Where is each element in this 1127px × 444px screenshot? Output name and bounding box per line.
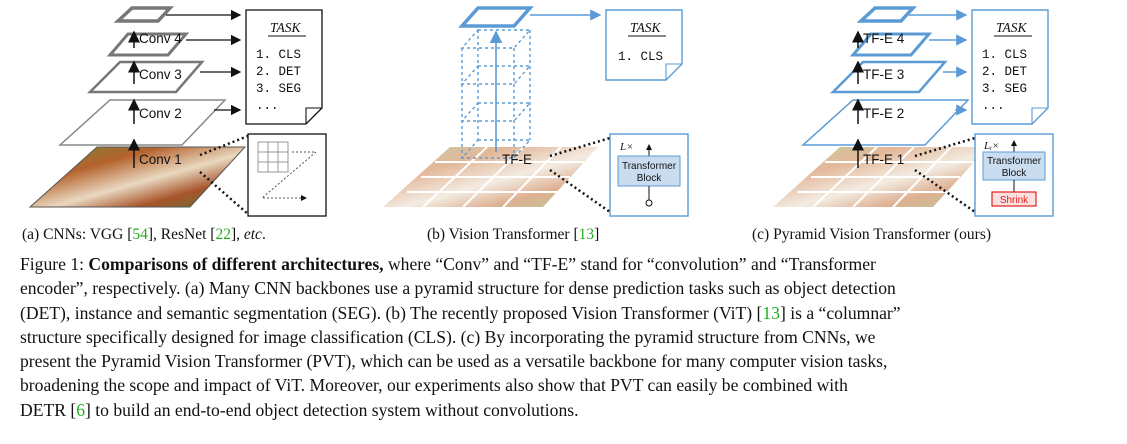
shrink-box (991, 191, 1037, 207)
tf-e-1-label: TF-E 1 (863, 152, 904, 167)
svg-text:Lᵢ×: Lᵢ× (983, 140, 999, 152)
subcaption-b: (b) Vision Transformer [13] (427, 226, 600, 243)
panel-a-cnn: Conv 1 Conv 2 Conv 3 Conv 4 TASK 1. CLS … (28, 6, 327, 217)
tf-e-2-feature-map (801, 99, 970, 146)
tf-e-2-label: TF-E 2 (863, 106, 904, 121)
tf-e-label: TF-E (502, 152, 532, 167)
task-title-b: TASK (630, 20, 662, 35)
ref-link[interactable]: 13 (578, 226, 595, 243)
vit-column (460, 29, 532, 159)
task-item: 3. SEG (256, 82, 301, 96)
ref-link[interactable]: 22 (215, 226, 231, 243)
caption-line: broadening the scope and impact of ViT. … (20, 375, 848, 396)
shrink-label: Shrink (1000, 195, 1029, 206)
caption-line: Figure 1: Comparisons of different archi… (20, 254, 876, 274)
svg-text:Block: Block (637, 173, 662, 184)
ref-link[interactable]: 13 (762, 302, 780, 323)
architecture-comparison-figure: Conv 1 Conv 2 Conv 3 Conv 4 TASK 1. CLS … (28, 6, 1054, 217)
conv-kernel-inset (247, 133, 327, 217)
task-item: 1. CLS (256, 48, 301, 62)
input-image (30, 147, 245, 207)
task-title-c: TASK (996, 20, 1028, 35)
conv-3-label: Conv 3 (139, 67, 182, 82)
task-item: 2. DET (256, 65, 302, 79)
task-item: 1. CLS (618, 50, 663, 64)
tf-e-4-feature-map (849, 32, 933, 57)
tf-e-4-label: TF-E 4 (863, 31, 905, 46)
ref-link[interactable]: 54 (132, 226, 148, 243)
conv-2-feature-map (58, 99, 227, 146)
tf-e-top-feature-map (856, 6, 917, 23)
task-item: 3. SEG (982, 82, 1027, 96)
conv-3-feature-map (86, 60, 205, 94)
conv-top-feature-map (113, 6, 174, 23)
vit-top-token-map (458, 6, 534, 28)
caption-line: encoder”, respectively. (a) Many CNN bac… (20, 278, 896, 299)
svg-text:L×: L× (619, 141, 634, 153)
conv-2-label: Conv 2 (139, 106, 182, 121)
task-scroll-c: TASK 1. CLS 2. DET 3. SEG ... (971, 9, 1049, 125)
caption-line: present the Pyramid Vision Transformer (… (20, 351, 888, 372)
caption-line: structure specifically designed for imag… (20, 326, 876, 347)
svg-text:Transformer: Transformer (987, 156, 1042, 167)
conv-1-feature-map (28, 146, 247, 208)
task-item: ... (256, 99, 279, 113)
task-title-a: TASK (270, 20, 302, 35)
svg-text:Block: Block (1002, 168, 1027, 179)
conv-1-label: Conv 1 (139, 152, 182, 167)
figure-caption: Figure 1: Comparisons of different archi… (20, 252, 1110, 422)
caption-line: DETR [6] to build an end-to-end object d… (20, 399, 579, 420)
task-scroll-b: TASK 1. CLS (605, 9, 683, 81)
subcaption-a: (a) CNNs: VGG [54], ResNet [22], etc. (22, 226, 266, 243)
panel-c-pvt: TF-E 1 TF-E 2 TF-E 3 TF-E 4 TASK 1. CLS … (773, 6, 1054, 217)
subcaption-c: (c) Pyramid Vision Transformer (ours) (752, 226, 992, 243)
ref-link[interactable]: 6 (76, 399, 85, 420)
task-item: 2. DET (982, 65, 1028, 79)
transformer-block-inset-c: Lᵢ× Transformer Block Shrink (974, 133, 1054, 217)
caption-line: (DET), instance and semantic segmentatio… (20, 302, 901, 323)
tf-e-3-label: TF-E 3 (863, 67, 904, 82)
svg-text:Transformer: Transformer (622, 161, 677, 172)
task-item: 1. CLS (982, 48, 1027, 62)
task-scroll-a: TASK 1. CLS 2. DET 3. SEG ... (245, 9, 323, 125)
task-item: ... (982, 99, 1005, 113)
transformer-block-inset-b: L× Transformer Block (609, 133, 689, 217)
panel-b-vit: TF-E TASK 1. CLS L× Transformer Block (383, 6, 689, 217)
conv-4-label: Conv 4 (139, 31, 182, 46)
